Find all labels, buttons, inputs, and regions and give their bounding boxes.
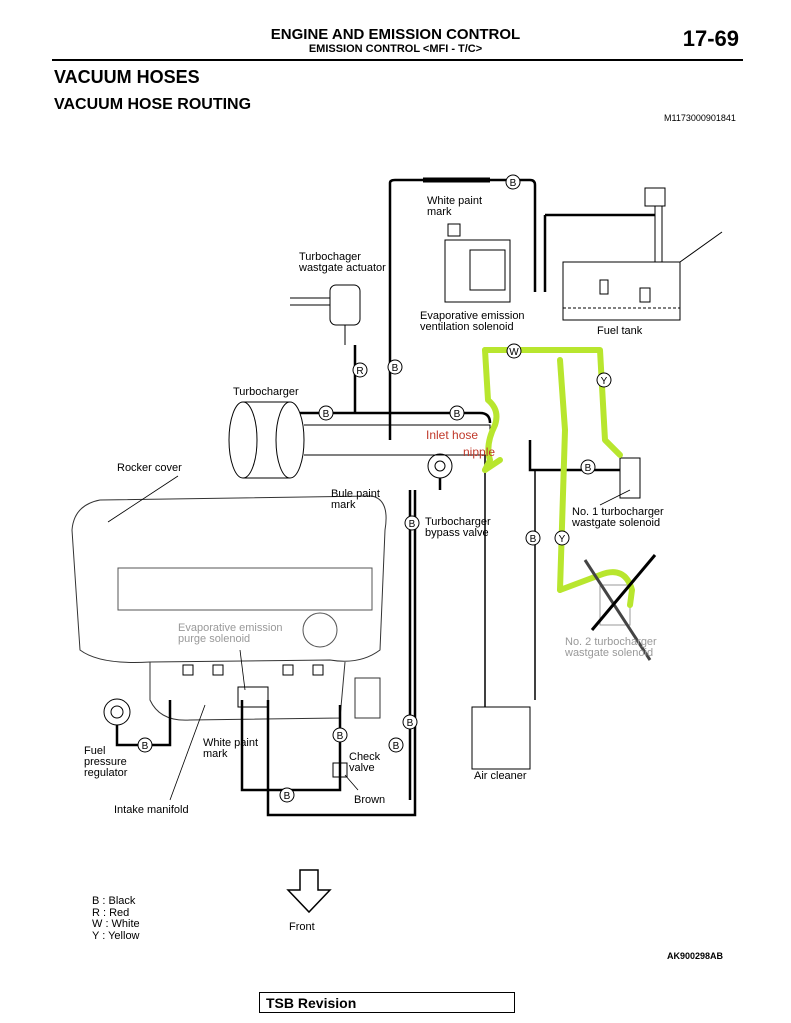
figure-code: AK900298AB <box>667 951 724 961</box>
bypass-valve <box>427 453 453 479</box>
svg-text:B: B <box>585 463 592 474</box>
svg-text:B: B <box>393 741 400 752</box>
evap-purge-solenoid <box>237 686 269 708</box>
hose-code-b-fuel: B <box>137 737 153 753</box>
hose-code-r-actuator: R <box>352 362 368 378</box>
label-intake-manifold: Intake manifold <box>114 804 189 816</box>
hose-code-b-main2: B <box>449 405 465 421</box>
hose-intake <box>266 490 417 817</box>
hose-code-w: W <box>506 343 522 359</box>
hose-code-b-right: B <box>525 530 541 546</box>
annotation-inlet-hose: Inlet hose <box>426 428 479 442</box>
svg-text:B: B <box>510 178 517 189</box>
hose-code-b-low1: B <box>402 714 418 730</box>
hose-code-b-vert: B <box>387 359 403 375</box>
page-number: 17-69 <box>682 26 739 51</box>
no1-solenoid <box>619 457 641 499</box>
cross-out <box>583 554 657 661</box>
label-rocker-cover: Rocker cover <box>117 462 182 474</box>
fuel-tank <box>562 187 723 321</box>
svg-text:Y: Y <box>601 376 608 387</box>
hose-code-b-purge: B <box>279 787 295 803</box>
hose-bypass <box>408 478 442 800</box>
hose-code-b-top: B <box>505 174 521 190</box>
svg-text:B: B <box>337 731 344 742</box>
hose-code-y-mid: Y <box>554 530 570 546</box>
rocker-cover-inner <box>117 567 373 611</box>
svg-text:B: B <box>142 741 149 752</box>
legend-black: B : Black <box>92 895 136 907</box>
label-turbocharger: Turbocharger <box>233 386 299 398</box>
svg-text:W: W <box>509 347 519 358</box>
intake-manifold <box>149 661 346 721</box>
air-cleaner <box>471 706 531 770</box>
svg-text:B: B <box>323 409 330 420</box>
hose-code-b-bypass: B <box>404 515 420 531</box>
document-code: M1173000901841 <box>664 113 736 123</box>
hose-main <box>300 411 492 424</box>
legend-white: W : White <box>92 918 140 930</box>
svg-text:B: B <box>409 519 416 530</box>
hose-code-b-low2: B <box>388 737 404 753</box>
fuel-pressure-regulator <box>103 698 131 726</box>
label-fuel-tank: Fuel tank <box>597 325 643 337</box>
svg-text:B: B <box>454 409 461 420</box>
subsection-title: EMISSION CONTROL <MFI - T/C> <box>308 43 483 55</box>
front-arrow <box>286 869 332 914</box>
hose-code-b-main: B <box>318 405 334 421</box>
svg-text:B: B <box>530 534 537 545</box>
evap-vent-solenoid <box>444 223 511 303</box>
oil-cap <box>302 612 338 648</box>
hose-code-b-no1: B <box>580 459 596 475</box>
engine-block <box>71 495 387 663</box>
green-highlight <box>482 347 635 608</box>
heading-hose-routing: VACUUM HOSE ROUTING <box>54 96 252 113</box>
svg-text:B: B <box>392 363 399 374</box>
legend-red: R : Red <box>92 906 130 919</box>
wastegate-actuator <box>290 284 361 345</box>
svg-text:Y: Y <box>559 534 566 545</box>
svg-text:B: B <box>407 718 414 729</box>
color-legend: B : Black R : Red W : White Y : Yellow <box>92 895 140 942</box>
svg-text:B: B <box>284 791 291 802</box>
heading-vacuum-hoses: VACUUM HOSES <box>54 67 200 87</box>
label-brown: Brown <box>354 794 386 806</box>
hose-vent <box>543 213 655 292</box>
svg-text:R: R <box>356 366 363 377</box>
hose-code-y-right: Y <box>596 372 612 388</box>
label-air-cleaner: Air cleaner <box>474 770 527 782</box>
legend-yellow: Y : Yellow <box>92 929 140 942</box>
tsb-revision-box: TSB Revision <box>259 992 515 1013</box>
header-rule <box>52 59 743 61</box>
section-title: ENGINE AND EMISSION CONTROL <box>270 26 521 43</box>
hose-code-b-intake: B <box>332 727 348 743</box>
label-front: Front <box>289 921 315 933</box>
annotation-nipple: nipple <box>463 445 496 459</box>
